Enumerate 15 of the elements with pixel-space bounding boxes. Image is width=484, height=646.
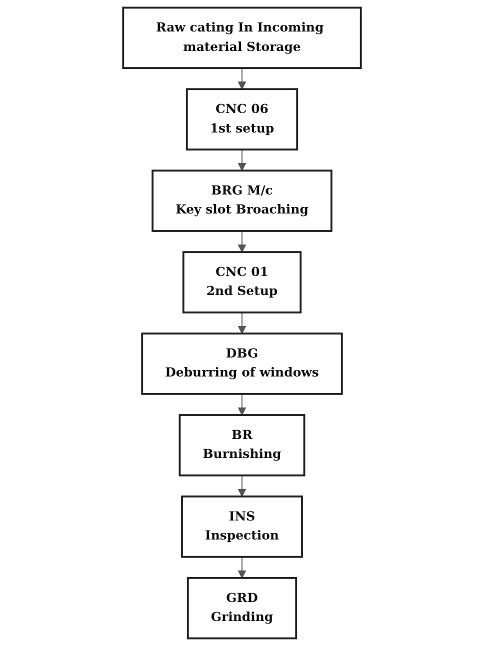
node-box: CNC 01 2nd Setup xyxy=(182,251,302,314)
node-box: INS Inspection xyxy=(181,496,303,558)
arrow xyxy=(238,230,246,252)
arrow xyxy=(238,474,246,497)
node-box: GRD Grinding xyxy=(186,577,298,640)
arrow xyxy=(238,393,246,416)
node-box: BRG M/c Key slot Broaching xyxy=(152,170,332,232)
arrow xyxy=(238,149,246,171)
arrow xyxy=(238,556,246,578)
node-box: CNC 06 1st setup xyxy=(186,88,298,150)
arrow xyxy=(238,312,246,334)
node-box: BR Burnishing xyxy=(178,414,306,476)
node-box: DBG Deburring of windows xyxy=(141,332,343,395)
arrow xyxy=(238,68,246,90)
node-box: Raw cating In Incoming material Storage xyxy=(122,6,362,69)
